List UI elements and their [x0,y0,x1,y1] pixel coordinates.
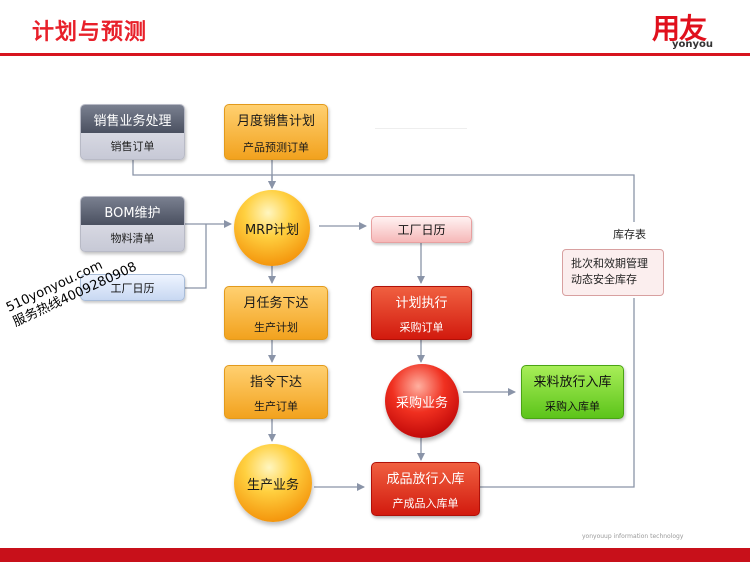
monthly-plan-subtitle: 产品预测订单 [243,141,309,154]
inventory-line-1: 批次和效期管理 [571,257,648,270]
page-title: 计划与预测 [32,20,148,45]
finished-release-subtitle: 产成品入库单 [392,497,459,510]
line-calendar-to-mrp [185,224,207,289]
bom-subtitle: 物料清单 [110,232,155,245]
production-circle: 生产业务 [234,444,312,522]
bom-box: BOM维护 物料清单 [80,196,185,252]
finished-release-title: 成品放行入库 [386,471,465,487]
line-to-inventory [272,174,635,222]
incoming-release-subtitle: 采购入库单 [545,400,600,413]
instruction-subtitle: 生产订单 [254,400,298,413]
instruction-box: 指令下达 生产订单 [224,365,328,419]
monthly-plan-title: 月度销售计划 [236,113,315,129]
footer-bar [0,548,750,562]
sales-order-title: 销售业务处理 [81,105,184,133]
inventory-label: 库存表 [613,228,646,241]
instruction-title: 指令下达 [249,374,302,390]
header-divider [0,53,750,56]
plan-execution-subtitle: 采购订单 [399,321,444,334]
factory-calendar-right-box: 工厂日历 [371,216,472,243]
incoming-release-title: 来料放行入库 [533,374,612,390]
incoming-release-box: 来料放行入库 采购入库单 [521,365,624,419]
sales-order-box: 销售业务处理 销售订单 [80,104,185,160]
decor-line [375,128,467,129]
yonyou-logo-subtext: yonyou [672,39,714,50]
mrp-circle: MRP计划 [234,190,310,266]
plan-execution-title: 计划执行 [395,295,448,311]
monthly-task-box: 月任务下达 生产计划 [224,286,328,340]
plan-execution-box: 计划执行 采购订单 [371,286,472,340]
bom-title: BOM维护 [81,197,184,225]
footer-note: yonyouup information technology [582,533,684,540]
purchasing-circle: 采购业务 [385,364,459,438]
finished-release-box: 成品放行入库 产成品入库单 [371,462,480,516]
yonyou-logo: 用友 [652,12,707,45]
sales-order-subtitle: 销售订单 [110,140,155,153]
line-sales-to-mrp [132,160,276,189]
monthly-task-subtitle: 生产计划 [254,321,298,334]
inventory-line-2: 动态安全库存 [571,273,637,286]
factory-calendar-left-box: 工厂日历 [80,274,185,301]
monthly-task-title: 月任务下达 [243,295,309,311]
line-finished-to-inventory [480,298,635,488]
inventory-box: 批次和效期管理 动态安全库存 [562,249,664,296]
monthly-plan-box: 月度销售计划 产品预测订单 [224,104,328,160]
